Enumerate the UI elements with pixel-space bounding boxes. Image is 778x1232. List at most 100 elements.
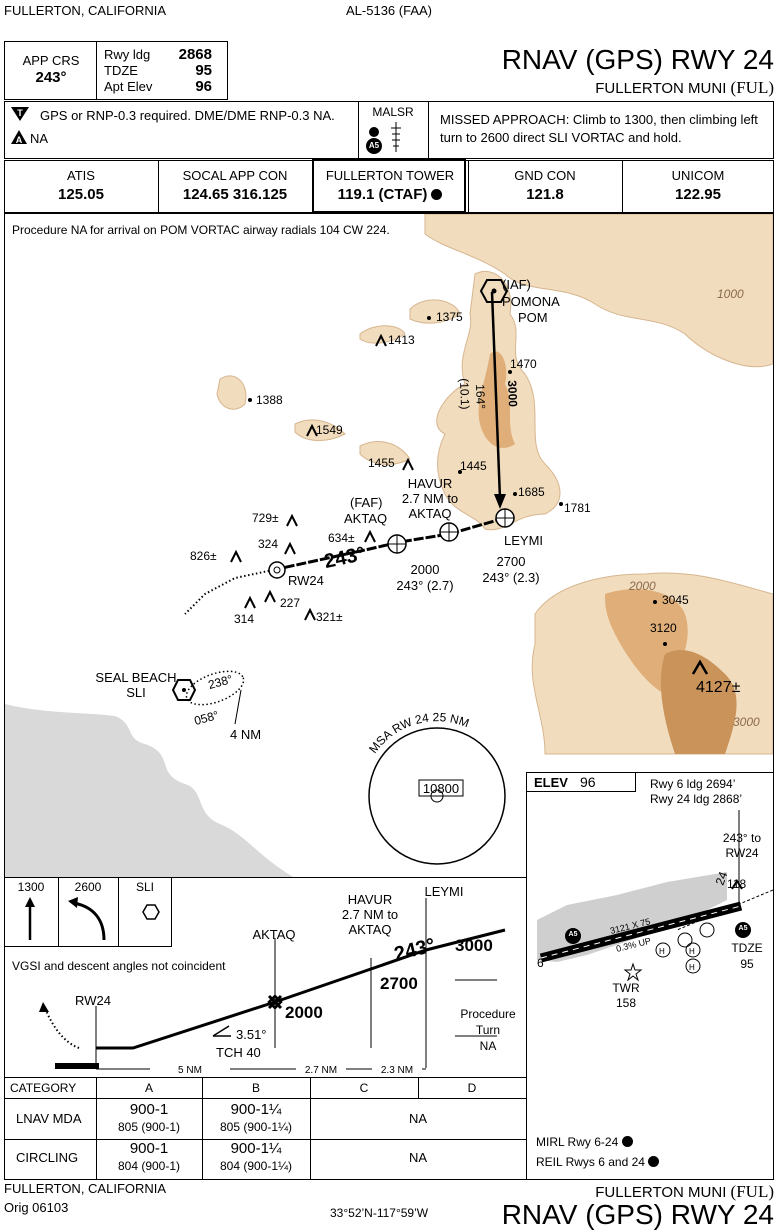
airport-name: FULLERTON MUNI (FUL): [595, 78, 774, 97]
proc-turn-3: NA: [479, 1039, 497, 1053]
spot-321: 321±: [316, 610, 343, 624]
seg1-course: 243° (2.7): [396, 578, 454, 593]
vgsi-note: VGSI and descent angles not coincident: [12, 959, 226, 973]
spot-324: 324: [258, 537, 279, 551]
spot-1470: 1470: [510, 357, 537, 371]
badge-rwy24: A5: [738, 925, 748, 932]
freq-value: 124.65 316.125: [182, 186, 288, 203]
airport-diagram: [526, 772, 774, 1180]
faf-label: (FAF): [350, 495, 383, 510]
pomona-name: POMONA: [502, 294, 560, 309]
pomona-vortac-icon: [479, 279, 509, 303]
row-circling-name: CIRCLING: [16, 1150, 79, 1165]
dist-5nm: 5 NM: [150, 1066, 230, 1076]
profile-havur-distance: 2.7 NM to: [341, 907, 399, 922]
gps-note: GPS or RNP-0.3 required. DME/DME RNP-0.3…: [40, 108, 335, 123]
profile-rw24: RW24: [75, 993, 111, 1008]
app-crs-label: APP CRS: [22, 53, 80, 68]
contour-label-3000: 3000: [733, 715, 760, 729]
aktaq-waypoint-icon: [387, 534, 407, 554]
iaf-label: (IAF): [502, 277, 531, 292]
elev-value: 96: [580, 774, 596, 790]
approach-info-box: [4, 41, 228, 100]
tdze-value: 95: [195, 62, 212, 79]
leymi-label: LEYMI: [504, 533, 544, 548]
seg2-course: 243° (2.3): [482, 570, 540, 585]
seg2-altitude: 2700: [496, 554, 526, 569]
circ-a-bot: 804 (900-1): [117, 1159, 181, 1173]
airport-diagram-drawing: 6 24 3121 X 75 0.3% UP H H H: [537, 810, 773, 982]
profile-havur: HAVUR: [347, 892, 393, 907]
gs-angle: 3.51°: [236, 1027, 267, 1042]
alternate-a-icon: A: [11, 130, 27, 145]
pomona-id: POM: [518, 310, 548, 325]
elev-label: ELEV: [534, 775, 568, 790]
freq-value: 119.1 (CTAF): [337, 186, 428, 203]
seal-beach-vortac-icon: [171, 679, 197, 701]
chart-title: RNAV (GPS) RWY 24: [501, 44, 774, 75]
cat-d: D: [467, 1081, 477, 1095]
tower-freq-box: [312, 158, 466, 213]
faa-id: AL-5136 (FAA): [346, 3, 432, 18]
chart-frame: [4, 213, 774, 1180]
spot-1375: 1375: [436, 310, 463, 324]
lnav-cd: NA: [408, 1111, 428, 1126]
helipad-3: H: [689, 963, 695, 972]
missed-fix: SLI: [135, 880, 154, 894]
spot-3120: 3120: [650, 621, 677, 635]
footer-amendment: Orig 06103: [4, 1200, 69, 1215]
profile-alt-2000: 2000: [285, 1003, 323, 1022]
malsr-badge: A5: [368, 141, 380, 150]
rwy24-ldg: Rwy 24 ldg 2868’: [650, 792, 743, 806]
tdze-label: TDZE: [104, 63, 138, 78]
apt-elev-label: Apt Elev: [104, 79, 153, 94]
tch: TCH 40: [216, 1045, 261, 1060]
restriction-t-icon: T: [11, 107, 29, 121]
spot-634: 634±: [328, 531, 355, 545]
aktaq-label: AKTAQ: [344, 511, 388, 526]
malsr-rwy6-badge: [565, 928, 581, 944]
footer-title: RNAV (GPS) RWY 24: [501, 1199, 774, 1230]
contour-label-1000: 1000: [717, 287, 744, 301]
helipad-1: H: [659, 947, 665, 956]
pom-course: 164°: [473, 383, 488, 410]
freq-name: GND CON: [514, 168, 576, 183]
havur-name: HAVUR: [407, 476, 453, 491]
pilot-control-icon: [648, 1156, 660, 1167]
left-turn-arrow-icon: [68, 897, 106, 941]
rw24-label: RW24: [288, 573, 324, 588]
spot-1781: 1781: [564, 501, 591, 515]
proc-turn-2: Turn: [475, 1023, 501, 1037]
freq-name: SOCAL APP CON: [182, 168, 288, 183]
spot-1455: 1455: [368, 456, 395, 470]
missed-turn-alt: 2600: [74, 880, 102, 894]
rwy-ldg-value: 2868: [178, 46, 212, 63]
mirl-note: MIRL Rwy 6-24: [536, 1136, 633, 1148]
profile-havur-to: AKTAQ: [348, 922, 392, 937]
msa-center-icon: [430, 789, 444, 803]
missed-icons-drawing: [25, 897, 160, 941]
havur-distance: 2.7 NM to: [401, 491, 459, 506]
spot-227: 227: [280, 596, 301, 610]
cat-c: C: [359, 1081, 369, 1095]
app-crs-value: 243°: [35, 69, 67, 86]
profile-aktaq: AKTAQ: [252, 927, 296, 942]
malsr-rwy24-badge: [735, 922, 751, 938]
pilot-control-icon: [621, 1136, 633, 1147]
proc-turn-1: Procedure: [460, 1007, 516, 1021]
spot-314: 314: [234, 612, 255, 626]
footer-location: FULLERTON, CALIFORNIA: [4, 1181, 167, 1196]
plan-view: 1000 2000 3000 MSA RW 24 25 NM 10800: [5, 214, 773, 878]
spot-1445: 1445: [460, 459, 487, 473]
freq-value: 125.05: [58, 186, 104, 203]
malsr-lights-icon: [366, 122, 401, 154]
sli-vortac-icon: [142, 904, 160, 920]
missed-approach-text: MISSED APPROACH: Climb to 1300, then cli…: [440, 112, 758, 145]
leymi-waypoint-icon: [495, 508, 515, 528]
lnav-a-top: 900-1: [129, 1101, 169, 1118]
rw24-waypoint-icon: [268, 561, 286, 579]
category-label: CATEGORY: [10, 1081, 77, 1095]
